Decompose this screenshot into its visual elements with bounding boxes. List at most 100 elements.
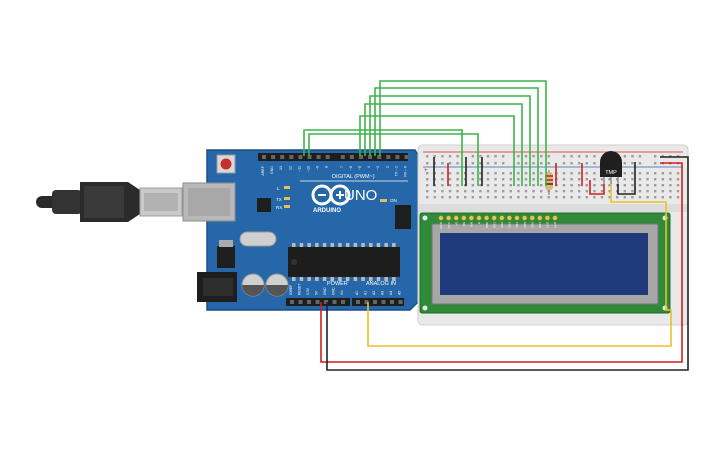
power-pin-label: GND — [323, 287, 327, 295]
analog-pin-hole[interactable] — [390, 300, 394, 304]
power-pin-hole[interactable] — [332, 300, 337, 304]
microcontroller-chip — [288, 247, 400, 277]
digital-pin-hole[interactable] — [368, 155, 373, 159]
digital-pin-hole[interactable] — [340, 155, 345, 159]
digital-pin-label: ~9 — [316, 166, 320, 170]
digital-pin-hole[interactable] — [316, 155, 321, 159]
digital-pin-label: 2 — [385, 166, 389, 168]
lcd-pin-label: V0 — [454, 222, 458, 226]
lcd-pin-label: VCC — [447, 221, 451, 228]
board-model-label: UNO — [344, 187, 377, 204]
analog-pin-label: A4 — [389, 291, 393, 295]
power-pin-hole[interactable] — [307, 300, 311, 304]
lcd-pin-label: DB7 — [538, 222, 542, 228]
analog-header — [352, 298, 404, 306]
digital-header — [258, 153, 408, 161]
lcd-pin[interactable] — [468, 215, 474, 221]
wires-sensor — [589, 162, 667, 310]
lcd-pin[interactable] — [461, 215, 467, 221]
analog-pin-label: A0 — [355, 291, 359, 295]
resistor — [545, 170, 553, 195]
digital-pin-label: 12 — [288, 166, 292, 170]
usb-cable — [36, 182, 183, 222]
digital-pin-label: 7 — [340, 166, 344, 168]
power-pin-label: RESET — [298, 284, 302, 295]
analog-pin-label: A3 — [381, 291, 385, 295]
digital-pin-label: RX←0 — [404, 166, 408, 177]
lcd-pin[interactable] — [438, 215, 444, 221]
led-l-label: L — [277, 186, 280, 191]
digital-pin-label: ~5 — [358, 166, 362, 170]
digital-pin-hole[interactable] — [404, 155, 409, 159]
reset-button[interactable] — [220, 158, 232, 170]
lcd-pin-label: DB0 — [485, 222, 489, 228]
temperature-sensor: TMP — [600, 151, 622, 184]
lcd-pin[interactable] — [446, 215, 452, 221]
lcd-pin[interactable] — [522, 215, 528, 221]
analog-pin-label: A5 — [398, 291, 402, 295]
analog-pin-label: A2 — [372, 291, 376, 295]
digital-pin-hole[interactable] — [298, 155, 303, 159]
power-pin-label: 5V — [315, 290, 319, 295]
digital-pin-hole[interactable] — [377, 155, 382, 159]
power-pin-label: Vin — [340, 290, 344, 295]
digital-pin-hole[interactable] — [359, 155, 363, 159]
lcd-pin-label: DB2 — [500, 222, 504, 228]
digital-pin-label: TX→1 — [394, 166, 398, 176]
digital-pin-hole[interactable] — [307, 155, 312, 159]
lcd-pin[interactable] — [484, 215, 490, 221]
lcd-pin[interactable] — [544, 215, 550, 221]
lcd-pin[interactable] — [476, 215, 482, 221]
power-pin-label: GND — [332, 287, 336, 295]
power-pin-hole[interactable] — [324, 300, 328, 304]
digital-pin-hole[interactable] — [386, 155, 391, 159]
digital-pin-hole[interactable] — [349, 155, 354, 159]
lcd-pin-label: DB6 — [530, 222, 534, 228]
analog-pin-hole[interactable] — [364, 300, 369, 304]
lcd-pin[interactable] — [529, 215, 535, 221]
digital-pin-label: ~3 — [376, 166, 380, 170]
lcd-pin[interactable] — [491, 215, 497, 221]
digital-header-label: DIGITAL (PWM~) — [332, 174, 375, 180]
lcd-pin[interactable] — [514, 215, 520, 221]
digital-pin-label: ~10 — [307, 166, 311, 172]
analog-pin-hole[interactable] — [381, 300, 386, 304]
digital-pin-hole[interactable] — [395, 155, 400, 159]
power-pin-hole[interactable] — [341, 300, 345, 304]
power-pin-hole[interactable] — [315, 300, 320, 304]
lcd-pin[interactable] — [506, 215, 512, 221]
digital-pin-hole[interactable] — [325, 155, 330, 159]
power-pin-hole[interactable] — [290, 300, 294, 304]
power-header-label: POWER — [327, 281, 348, 287]
analog-pin-hole[interactable] — [356, 300, 360, 304]
digital-pin-label: 13 — [279, 166, 283, 170]
lcd-pin[interactable] — [499, 215, 505, 221]
digital-pin-label: GND — [270, 166, 274, 174]
digital-pin-hole[interactable] — [271, 155, 276, 159]
digital-pin-label: AREF — [261, 165, 265, 175]
digital-pin-label: ~6 — [349, 166, 353, 170]
analog-pin-hole[interactable] — [398, 300, 403, 304]
lcd-pin-label: GND — [439, 221, 443, 229]
digital-pin-label: ~11 — [297, 166, 301, 172]
lcd-pin-label: DB3 — [508, 222, 512, 228]
digital-pin-hole[interactable] — [280, 155, 285, 159]
lcd-pin[interactable] — [537, 215, 543, 221]
lcd-pin[interactable] — [552, 215, 558, 221]
sensor-label: TMP — [605, 170, 617, 176]
analog-pin-hole[interactable] — [373, 300, 377, 304]
digital-pin-hole[interactable] — [262, 155, 266, 159]
lcd-pin-label: RS — [462, 222, 466, 226]
wires-breadboard-short — [433, 157, 583, 186]
wires-green — [303, 80, 547, 186]
led-rx-label: RX — [276, 205, 282, 210]
arduino-logo — [311, 184, 351, 206]
lcd-pin[interactable] — [453, 215, 459, 221]
digital-pin-label: 4 — [367, 166, 371, 168]
board-brand-label: ARDUINO — [313, 208, 341, 214]
digital-pin-hole[interactable] — [289, 155, 294, 159]
power-pin-hole[interactable] — [298, 300, 303, 304]
lcd-screen — [440, 233, 648, 295]
